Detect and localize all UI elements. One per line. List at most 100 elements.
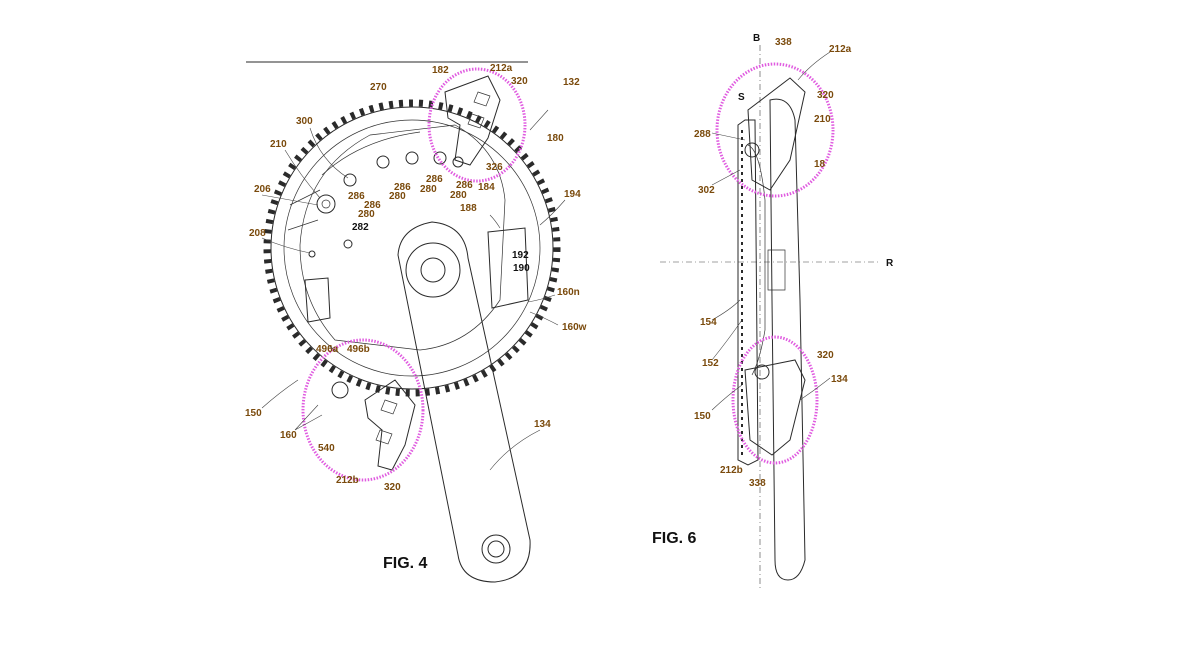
fig6-spider-profile [747,144,766,376]
fig4-bolt [343,173,357,187]
leader [539,199,566,226]
label-184: 184 [478,182,495,193]
label-270: 270 [370,82,387,93]
label-212a: 212a [829,44,852,55]
label-288: 288 [694,129,711,140]
label-320: 320 [384,482,401,493]
leader [711,319,743,361]
leader [527,294,556,303]
fig4-spider-detail [287,189,321,231]
fig4-chainring-inner [283,119,541,377]
label-286: 286 [426,174,443,185]
label-496a: 496a [316,344,339,355]
fig4-bolt [376,155,390,169]
label-192: 192 [512,250,529,261]
leader [711,169,741,186]
label-212b: 212b [720,465,743,476]
leader [284,149,321,199]
fig6-chainring-profile [737,119,759,466]
fig4-sensor-box [487,227,529,309]
fig6-caption: FIG. 6 [652,530,697,547]
leader [529,311,559,326]
leader [489,214,501,229]
leader [261,237,311,254]
leader [261,379,299,409]
label-320: 320 [817,90,834,101]
fig4-bracket-upper [444,75,501,166]
fig4-bolt-208 [308,250,316,258]
label-150: 150 [694,411,711,422]
label-R: R [886,258,894,269]
fig6-crank-profile [769,98,806,581]
leader [261,194,319,206]
label-286: 286 [348,191,365,202]
fig4-bracket-lower-holes [375,399,398,445]
label-B: B [753,33,760,44]
fig6-highlight-lower [731,335,819,465]
fig4-spider-arm-upper [321,131,421,176]
leader [711,384,743,411]
leader [309,127,349,179]
fig4-leader-lines [261,109,566,471]
label-208: 208 [249,228,266,239]
label-338: 338 [775,37,792,48]
label-280: 280 [358,209,375,220]
label-300: 300 [296,116,313,127]
label-18: 18 [814,159,826,170]
leader [529,109,549,131]
label-150: 150 [245,408,262,419]
label-134: 134 [534,419,551,430]
fig4-bolt-282 [343,239,353,249]
label-210: 210 [270,139,287,150]
fig4-spindle [420,257,446,283]
fig4-chainring-teeth [263,99,561,397]
label-302: 302 [698,185,715,196]
label-326: 326 [486,162,503,173]
fig4-bolt [405,151,419,165]
fig4-bolts [308,151,464,258]
label-282: 282 [352,222,369,233]
label-212b: 212b [336,475,359,486]
fig4-pedal-boss [481,534,511,564]
fig4-labels: 182 212a 320 132 270 300 210 180 326 206… [245,63,587,572]
fig4-crank-arm [397,221,531,583]
label-206: 206 [254,184,271,195]
fig4-pedal-hole [487,540,505,558]
fig4-side-pad [304,277,331,323]
fig4-spindle-boss [405,242,461,298]
fig6-drawing [660,45,880,590]
label-280: 280 [389,191,406,202]
label-160w: 160w [562,322,587,333]
label-286: 286 [456,180,473,191]
label-132: 132 [563,77,580,88]
label-194: 194 [564,189,581,200]
label-496b: 496b [347,344,370,355]
label-286: 286 [394,182,411,193]
label-188: 188 [460,203,477,214]
label-286: 286 [364,200,381,211]
leader [489,429,541,471]
fig6-leader-lines [711,51,831,411]
label-338: 338 [749,478,766,489]
leader [797,51,831,81]
fig4-caption: FIG. 4 [383,555,428,572]
fig6-spindle-profile [767,249,786,291]
label-134: 134 [831,374,848,385]
label-160n: 160n [557,287,580,298]
fig6-labels: B 338 212a S 320 288 210 18 302 R 154 15… [652,33,894,547]
fig4-bracket-upper-holes [467,91,491,129]
label-320: 320 [511,76,528,87]
fig4-highlight-upper [427,67,527,183]
leader [294,404,323,431]
fig6-highlight-upper [715,62,835,198]
label-212a: 212a [490,63,513,74]
fig6-bolt-upper [744,142,760,158]
label-152: 152 [702,358,719,369]
label-320: 320 [817,350,834,361]
fig4-drawing [246,61,566,583]
label-160: 160 [280,430,297,441]
label-540: 540 [318,443,335,454]
fig4-bolt-496 [331,381,349,399]
label-210: 210 [814,114,831,125]
